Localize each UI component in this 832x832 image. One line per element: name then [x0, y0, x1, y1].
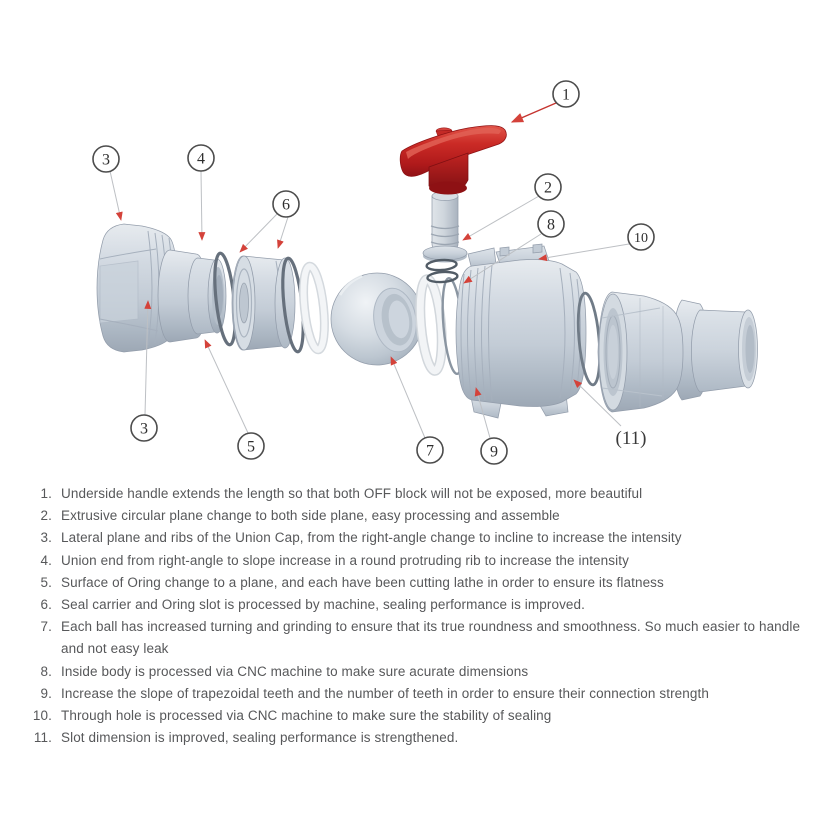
feature-number: 8. [40, 663, 52, 679]
feature-item-1: 1. Underside handle extends the length s… [22, 483, 822, 505]
callout-1: 1 [552, 80, 580, 108]
svg-text:8: 8 [547, 217, 555, 234]
feature-number: 5. [40, 574, 52, 590]
svg-text:4: 4 [197, 151, 205, 168]
feature-item-4: 4. Union end from right-angle to slope i… [22, 550, 822, 572]
feature-number: 10. [32, 708, 52, 724]
callout-10: 10 [627, 223, 655, 251]
feature-item-7: 7. Each ball has increased turning and g… [22, 616, 822, 660]
feature-item-6: 6. Seal carrier and Oring slot is proces… [22, 594, 822, 616]
seat-ring-left [299, 261, 329, 355]
callout-6: 6 [272, 190, 300, 218]
leader-1 [510, 102, 557, 123]
feature-text: Inside body is processed via CNC machine… [61, 663, 529, 679]
leader-6b [277, 216, 289, 249]
svg-text:3: 3 [102, 152, 110, 169]
feature-item-3: 3. Lateral plane and ribs of the Union C… [22, 527, 822, 549]
stem [422, 191, 468, 263]
seal-carrier [231, 255, 296, 351]
svg-text:(11): (11) [616, 428, 647, 449]
feature-number: 4. [40, 552, 52, 568]
svg-text:6: 6 [282, 197, 290, 214]
leader-8 [463, 233, 542, 284]
svg-text:3: 3 [140, 421, 148, 438]
svg-text:5: 5 [247, 439, 255, 456]
stem-o-rings [425, 258, 459, 284]
feature-number: 7. [40, 619, 52, 635]
seat-ring-right [415, 274, 447, 376]
feature-text: Surface of Oring change to a plane, and … [61, 574, 664, 590]
leader-4 [198, 170, 206, 241]
feature-text: Through hole is processed via CNC machin… [61, 708, 552, 724]
callout-3-top: 3 [92, 145, 120, 173]
svg-text:10: 10 [634, 231, 648, 246]
feature-number: 3. [40, 530, 52, 546]
feature-list: 1. Underside handle extends the length s… [22, 483, 822, 749]
ball [330, 272, 424, 366]
callout-2: 2 [534, 173, 562, 201]
svg-text:9: 9 [490, 444, 498, 461]
feature-item-10: 10. Through hole is processed via CNC ma… [22, 705, 822, 727]
leader-5 [204, 339, 249, 434]
feature-number: 2. [40, 508, 52, 524]
handle [399, 125, 507, 195]
valve-exploded-diagram: 1 2 3 4 6 8 10 [92, 80, 758, 465]
feature-item-9: 9. Increase the slope of trapezoidal tee… [22, 683, 822, 705]
feature-text: Slot dimension is improved, sealing perf… [61, 730, 459, 746]
feature-number: 9. [40, 685, 52, 701]
feature-item-5: 5. Surface of Oring change to a plane, a… [22, 572, 822, 594]
feature-item-11: 11. Slot dimension is improved, sealing … [22, 727, 822, 749]
svg-text:1: 1 [562, 87, 570, 104]
feature-text: Extrusive circular plane change to both … [61, 508, 560, 524]
leader-9 [474, 387, 491, 439]
leader-7 [390, 356, 426, 439]
end-connector [672, 299, 758, 401]
callout-7: 7 [416, 436, 444, 464]
feature-number: 11. [33, 730, 52, 746]
callout-11: (11) [616, 428, 647, 449]
feature-text: Increase the slope of trapezoidal teeth … [61, 685, 709, 701]
valve-body [455, 243, 587, 419]
callout-5: 5 [237, 432, 265, 460]
feature-text: Each ball has increased turning and grin… [61, 619, 801, 657]
leader-3-bottom [144, 300, 152, 416]
leader-2 [462, 195, 540, 241]
callouts: 1 2 3 4 6 8 10 [92, 80, 655, 465]
callout-8: 8 [537, 210, 565, 238]
feature-number: 1. [40, 486, 52, 501]
callout-9: 9 [480, 437, 508, 465]
leader-10 [538, 243, 630, 262]
svg-text:7: 7 [426, 443, 434, 460]
feature-text: Lateral plane and ribs of the Union Cap,… [61, 530, 682, 546]
leader-3-top [109, 170, 123, 221]
feature-text: Underside handle extends the length so t… [61, 486, 643, 501]
callout-4: 4 [187, 144, 215, 172]
svg-text:2: 2 [544, 180, 552, 197]
feature-item-2: 2. Extrusive circular plane change to bo… [22, 505, 822, 527]
union-nut [597, 291, 684, 413]
feature-text: Seal carrier and Oring slot is processed… [61, 597, 585, 613]
feature-number: 6. [40, 597, 52, 613]
callout-3-bottom: 3 [130, 414, 158, 442]
leader-6a [239, 213, 278, 253]
feature-item-8: 8. Inside body is processed via CNC mach… [22, 661, 822, 683]
leader-11 [573, 379, 622, 427]
feature-text: Union end from right-angle to slope incr… [61, 552, 629, 568]
leader-lines [109, 102, 630, 439]
